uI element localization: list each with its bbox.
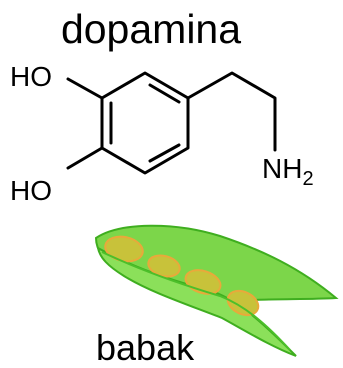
amine-label: NH2 <box>262 153 314 190</box>
amine-main: NH <box>262 153 302 184</box>
dopamine-structure: HO HO NH2 <box>10 61 314 206</box>
plant-caption: babak <box>96 327 195 368</box>
bean-4 <box>226 289 260 317</box>
hydroxyl-bond-1 <box>66 77 104 100</box>
hydroxyl-bond-2 <box>66 146 104 170</box>
pod-seam <box>101 251 291 351</box>
hydroxyl-label-2: HO <box>10 175 52 206</box>
molecule-title: dopamina <box>60 6 242 52</box>
amine-subscript: 2 <box>302 168 313 190</box>
ring-double-bond-1 <box>148 83 181 104</box>
hydroxyl-label-1: HO <box>10 61 52 92</box>
ethylamine-chain <box>186 71 277 152</box>
ring-double-bond-2 <box>148 143 181 163</box>
